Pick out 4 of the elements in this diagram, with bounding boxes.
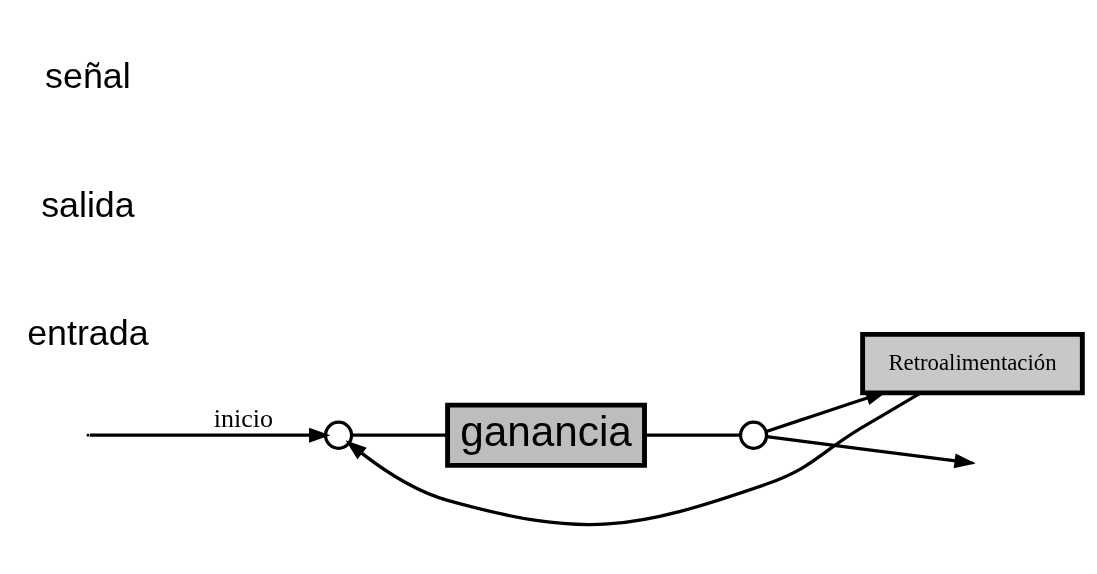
label: entrada (27, 312, 149, 353)
edge-label: inicio (213, 403, 273, 433)
label: señal (45, 55, 131, 96)
label: salida (41, 184, 135, 224)
